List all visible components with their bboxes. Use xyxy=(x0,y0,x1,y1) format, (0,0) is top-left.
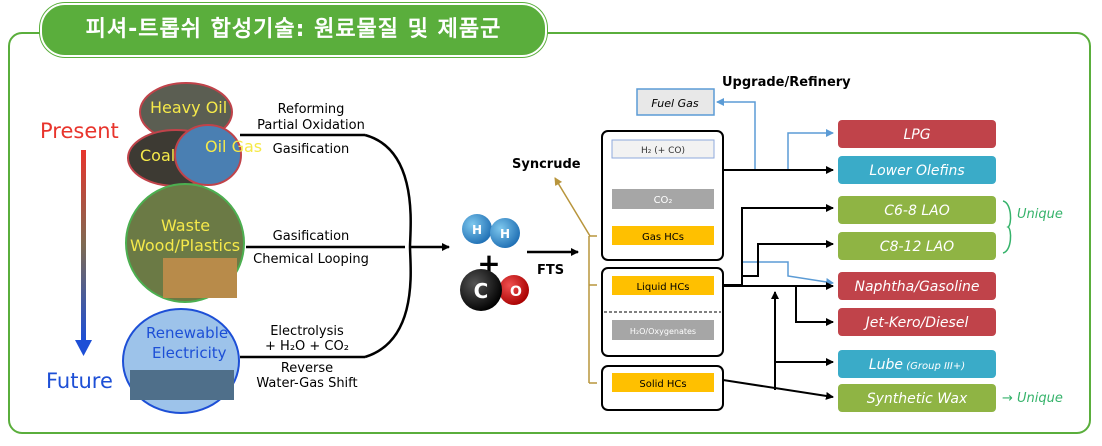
feedstock-waste: Waste Wood/Plastics xyxy=(125,183,245,303)
feedstock-renewable: Renewable Electricity xyxy=(122,308,240,414)
timeline-arrowhead xyxy=(75,340,92,356)
fuel-gas-label: Fuel Gas xyxy=(651,97,698,110)
process-label: Chemical Looping xyxy=(253,252,369,267)
product-box xyxy=(838,196,996,224)
solid-hcs-box xyxy=(612,373,714,392)
timeline-bar xyxy=(81,150,86,340)
syncrude-connectors xyxy=(554,177,597,384)
process-label: Water-Gas Shift xyxy=(256,376,357,391)
timeline-present: Present xyxy=(40,119,119,143)
product-label: LPG xyxy=(903,127,930,143)
product-label: Synthetic Wax xyxy=(867,391,968,407)
fts-label: FTS xyxy=(537,263,564,278)
unique-brace xyxy=(1002,200,1012,254)
syngas-molecules: H H + C O xyxy=(460,214,529,311)
gas-hcs-box xyxy=(612,226,714,245)
upgrade-connectors xyxy=(716,98,834,286)
process-label: Electrolysis xyxy=(270,324,344,339)
co2-label: CO₂ xyxy=(654,195,673,206)
gas-hcs-label: Gas HCs xyxy=(642,232,684,243)
product-box xyxy=(838,120,996,148)
product-box xyxy=(838,350,996,378)
unique-label: → Unique xyxy=(1002,391,1063,406)
process-label: Reverse xyxy=(281,361,333,376)
process-label: Partial Oxidation xyxy=(257,118,365,133)
carbon-atom: C xyxy=(474,279,489,303)
fuel-gas-box xyxy=(636,88,715,116)
liquid-hcs-label: Liquid HCs xyxy=(636,282,689,293)
h2o-box xyxy=(612,320,714,340)
process-label: Reforming xyxy=(278,102,345,117)
product-connectors xyxy=(722,166,834,400)
upgrade-label: Upgrade/Refinery xyxy=(722,75,851,90)
h2o-label: H₂O/Oxygenates xyxy=(630,327,696,336)
oxygen-atom: O xyxy=(510,284,522,300)
product-label: Lower Olefins xyxy=(869,163,964,179)
product-label: Lube (Group III+) xyxy=(869,357,965,373)
product-label: Naphtha/Gasoline xyxy=(854,279,979,295)
feedstock-label: Waste xyxy=(161,216,210,235)
product-box xyxy=(838,272,996,300)
product-box xyxy=(838,384,996,412)
product-label: C8-12 LAO xyxy=(880,239,954,255)
product-box xyxy=(838,232,996,260)
h2-label: H₂ (+ CO) xyxy=(641,146,685,156)
feed-connectors xyxy=(240,133,450,359)
timeline-future: Future xyxy=(46,369,113,393)
process-label: + H₂O + CO₂ xyxy=(265,339,349,354)
product-box xyxy=(838,156,996,184)
hydrogen-atom: H xyxy=(472,223,482,237)
product-label: C6-8 LAO xyxy=(884,203,950,219)
feedstock-label: Coal xyxy=(140,146,175,165)
liquid-hcs-box xyxy=(612,276,714,295)
feedstock-label: Renewable xyxy=(146,324,228,342)
process-label: Gasification xyxy=(273,142,350,157)
co2-box xyxy=(612,189,714,209)
process-label: Gasification xyxy=(273,229,350,244)
solid-hcs-label: Solid HCs xyxy=(639,379,686,390)
feedstock-label: Wood/Plastics xyxy=(130,236,240,255)
hydrogen-atom: H xyxy=(500,227,510,241)
feedstock-label: Oil Gas xyxy=(205,137,262,156)
product-label: Jet-Kero/Diesel xyxy=(863,315,969,331)
feedstock-fossil: Heavy Oil Coal Oil Gas xyxy=(127,82,262,187)
page-title: 피셔-트롭쉬 합성기술: 원료물질 및 제품군 xyxy=(40,3,547,57)
diagram-frame xyxy=(8,32,1091,434)
product-box xyxy=(838,308,996,336)
syncrude-label: Syncrude xyxy=(512,157,581,172)
feedstock-label: Electricity xyxy=(152,344,227,362)
feedstock-label: Heavy Oil xyxy=(150,98,227,117)
unique-label: Unique xyxy=(1017,207,1063,222)
h2-box xyxy=(611,139,715,159)
